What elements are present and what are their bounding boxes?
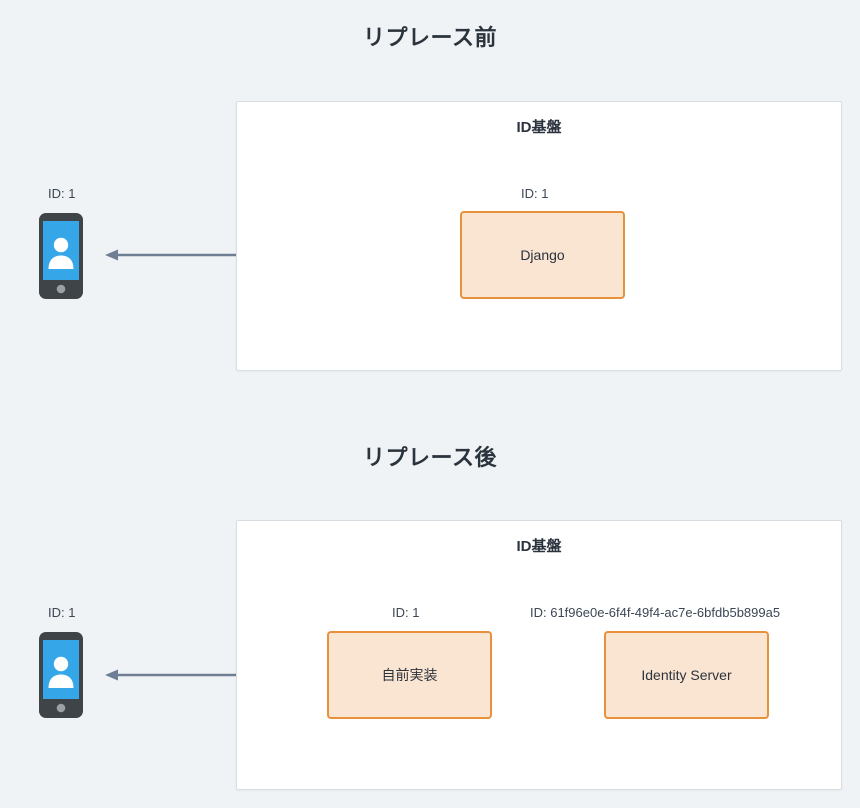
mobile-user-icon <box>38 212 84 300</box>
client-id-label-before: ID: 1 <box>48 186 76 201</box>
identity-server-id-label: ID: 61f96e0e-6f4f-49f4-ac7e-6bfdb5b899a5 <box>530 605 781 620</box>
client-id-label-after: ID: 1 <box>48 605 76 620</box>
service-box-identity-server[interactable]: Identity Server <box>604 631 769 719</box>
jisen-id-label: ID: 1 <box>392 605 420 620</box>
platform-title-before: ID基盤 <box>516 119 562 136</box>
service-box-jisen-jisso[interactable]: 自前実装 <box>327 631 492 719</box>
service-box-django[interactable]: Django <box>460 211 625 299</box>
section-title-before: リプレース前 <box>363 25 497 50</box>
section-title-after: リプレース後 <box>363 445 497 470</box>
django-id-label: ID: 1 <box>521 186 549 201</box>
platform-title-after: ID基盤 <box>516 538 562 555</box>
mobile-user-icon <box>38 631 84 719</box>
